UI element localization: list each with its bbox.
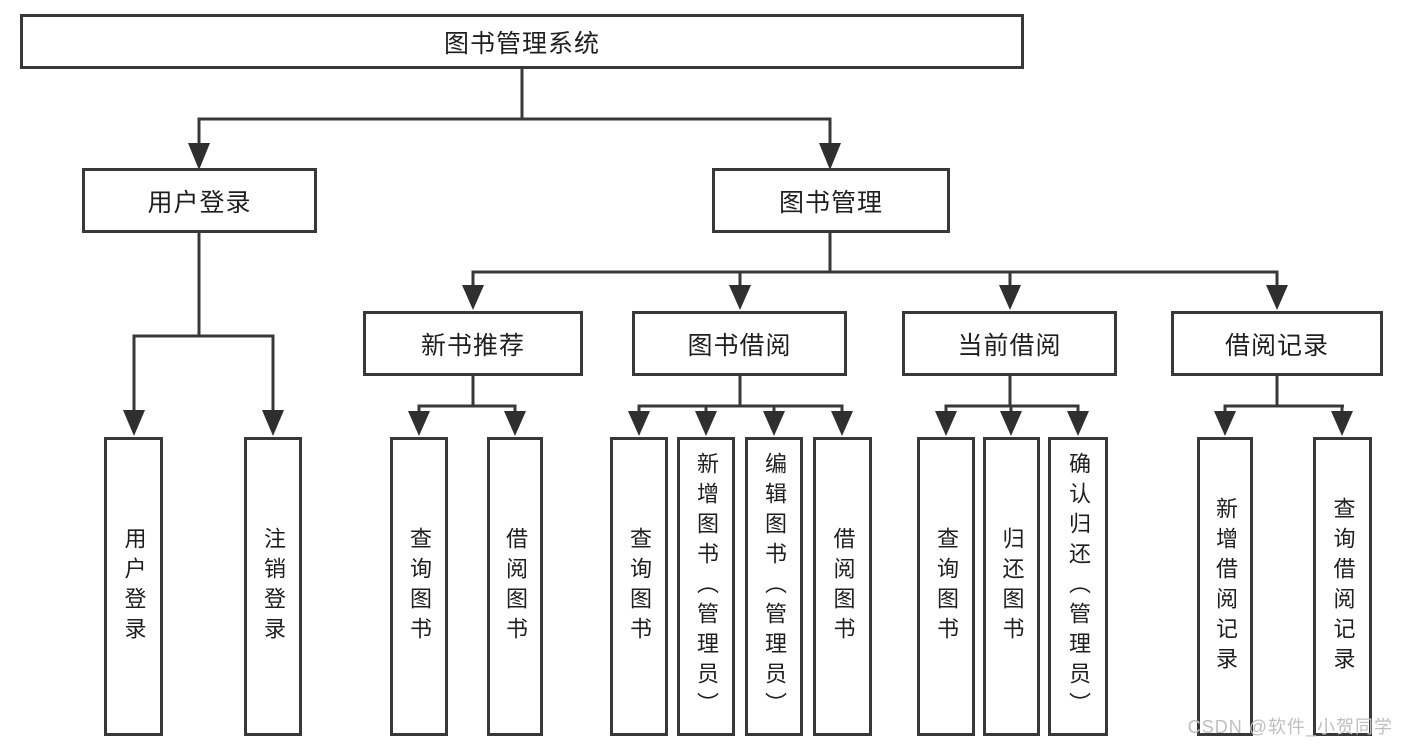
vertical-label: 借阅图书 — [830, 526, 856, 647]
vertical-label: 查询借阅记录 — [1330, 496, 1356, 677]
arrowhead — [123, 410, 145, 436]
arrowhead — [1266, 285, 1288, 310]
arrowhead — [831, 411, 853, 436]
node-current-borrowing: 当前借阅 — [902, 311, 1117, 376]
arrowhead — [262, 410, 284, 436]
leaf-edit-books-admin: 编辑图书（管理员） — [745, 437, 803, 736]
arrowhead — [1331, 411, 1353, 436]
vertical-label: 注销登录 — [261, 526, 286, 647]
connector-line — [944, 376, 1080, 412]
node-user-login: 用户登录 — [82, 168, 317, 233]
leaf-query-books-under-recommendation: 查询图书 — [390, 437, 448, 736]
csdn-watermark: CSDN @软件_小贺同学 — [1187, 717, 1393, 737]
node-borrowing-records: 借阅记录 — [1171, 311, 1383, 376]
vertical-label: 查询图书 — [934, 526, 959, 647]
arrowhead — [999, 285, 1021, 310]
connector-root-to-level2 — [188, 69, 841, 170]
leaf-return-books: 归还图书 — [983, 437, 1040, 736]
connector-currentborrow-to-children — [935, 376, 1089, 436]
connector-bookmgmt-to-level3 — [462, 233, 1288, 310]
connector-newbookrec-to-children — [408, 376, 526, 436]
vertical-label: 用户登录 — [121, 526, 147, 647]
arrowhead — [504, 411, 526, 436]
arrowhead — [729, 285, 751, 310]
connector-borrowrecords-to-children — [1214, 376, 1353, 436]
connector-line — [132, 233, 275, 411]
arrowhead — [408, 411, 430, 436]
vertical-label: 编辑图书（管理员） — [762, 451, 787, 722]
connector-bookborrow-to-children — [628, 376, 853, 436]
arrowhead — [188, 143, 210, 170]
arrowhead — [695, 411, 717, 436]
leaf-add-borrow-record: 新增借阅记录 — [1197, 437, 1253, 736]
connector-line — [471, 233, 1279, 286]
arrowhead — [1214, 411, 1236, 436]
connector-line — [197, 69, 832, 144]
vertical-label: 归还图书 — [999, 526, 1025, 647]
leaf-add-books-admin: 新增图书（管理员） — [677, 437, 735, 736]
arrowhead — [1067, 411, 1089, 436]
arrowhead — [935, 411, 957, 436]
node-new-book-recommendation: 新书推荐 — [363, 311, 583, 376]
connector-line — [1223, 376, 1344, 412]
node-book-management: 图书管理 — [712, 168, 950, 233]
arrowhead — [763, 411, 785, 436]
vertical-label: 借阅图书 — [503, 526, 528, 647]
leaf-query-books-under-current: 查询图书 — [917, 437, 975, 736]
leaf-logout: 注销登录 — [244, 437, 302, 736]
vertical-label: 查询图书 — [627, 526, 652, 647]
arrowhead — [1000, 411, 1022, 436]
arrowhead — [462, 285, 484, 310]
vertical-label: 新增借阅记录 — [1213, 496, 1238, 677]
leaf-query-books-under-borrowing: 查询图书 — [610, 437, 668, 736]
vertical-label: 新增图书（管理员） — [694, 451, 719, 722]
connector-line — [637, 376, 844, 412]
leaf-user-login: 用户登录 — [104, 437, 163, 736]
connector-line — [417, 376, 517, 412]
leaf-borrow-books-under-borrowing: 借阅图书 — [813, 437, 872, 736]
arrowhead — [819, 143, 841, 170]
node-library-management-system: 图书管理系统 — [20, 14, 1024, 69]
leaf-query-borrow-record: 查询借阅记录 — [1313, 437, 1372, 736]
node-book-borrowing: 图书借阅 — [632, 311, 847, 376]
vertical-label: 查询图书 — [407, 526, 432, 647]
vertical-label: 确认归还（管理员） — [1066, 451, 1091, 722]
leaf-confirm-return-admin: 确认归还（管理员） — [1048, 437, 1108, 736]
connector-userlogin-to-children — [123, 233, 284, 436]
arrowhead — [628, 411, 650, 436]
leaf-borrow-books-under-recommendation: 借阅图书 — [487, 437, 543, 736]
